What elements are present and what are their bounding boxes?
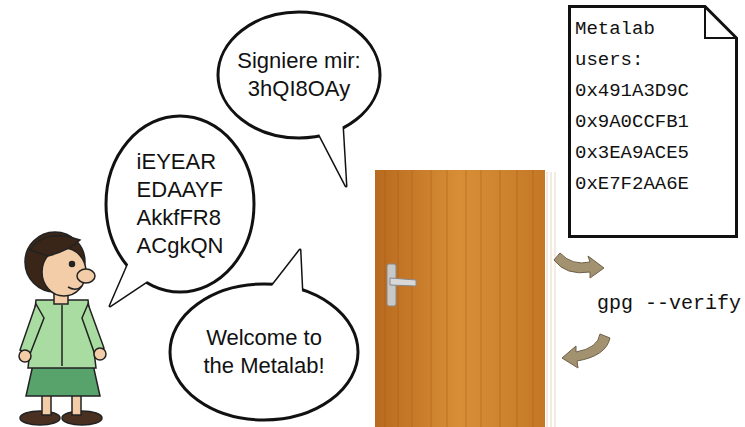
bubble-text: iEYEAR EDAAYF AkkfFR8 ACgkQN bbox=[137, 148, 224, 260]
speech-bubble: Welcome to the Metalab! bbox=[168, 282, 360, 422]
bubble-ellipse bbox=[170, 284, 358, 420]
bubble-joint bbox=[318, 118, 346, 186]
bubble-outline bbox=[216, 10, 382, 140]
page-fold bbox=[705, 7, 737, 39]
speech-bubble: Signiere mir: 3hQI8OAy bbox=[216, 10, 382, 140]
page-outline bbox=[570, 7, 737, 237]
bubble-tail bbox=[272, 250, 302, 292]
key-id: 0x3EA9ACE5 bbox=[575, 138, 687, 169]
bubble-ellipse bbox=[218, 12, 380, 138]
speech-bubble: iEYEAR EDAAYF AkkfFR8 ACgkQN bbox=[104, 114, 256, 294]
bubble-outline bbox=[168, 282, 360, 422]
bubble-joint bbox=[272, 250, 302, 292]
bubble-text: Welcome to the Metalab! bbox=[193, 324, 335, 380]
bubble-outline bbox=[104, 114, 256, 294]
key-id: 0xE7F2AA6E bbox=[575, 169, 687, 200]
door bbox=[375, 170, 555, 427]
key-id: 0x491A3D9C bbox=[575, 76, 687, 107]
key-id: 0x9A0CCFB1 bbox=[575, 107, 687, 138]
bubble-text: Signiere mir: 3hQI8OAy bbox=[230, 47, 368, 103]
command-label: gpg --verify bbox=[597, 292, 741, 315]
woman-figure bbox=[19, 232, 106, 425]
bubble-joint bbox=[110, 260, 152, 306]
document-box: Metalab users:0x491A3D9C0x9A0CCFB10x3EA9… bbox=[568, 5, 738, 238]
list-heading: Metalab users: bbox=[575, 14, 715, 76]
